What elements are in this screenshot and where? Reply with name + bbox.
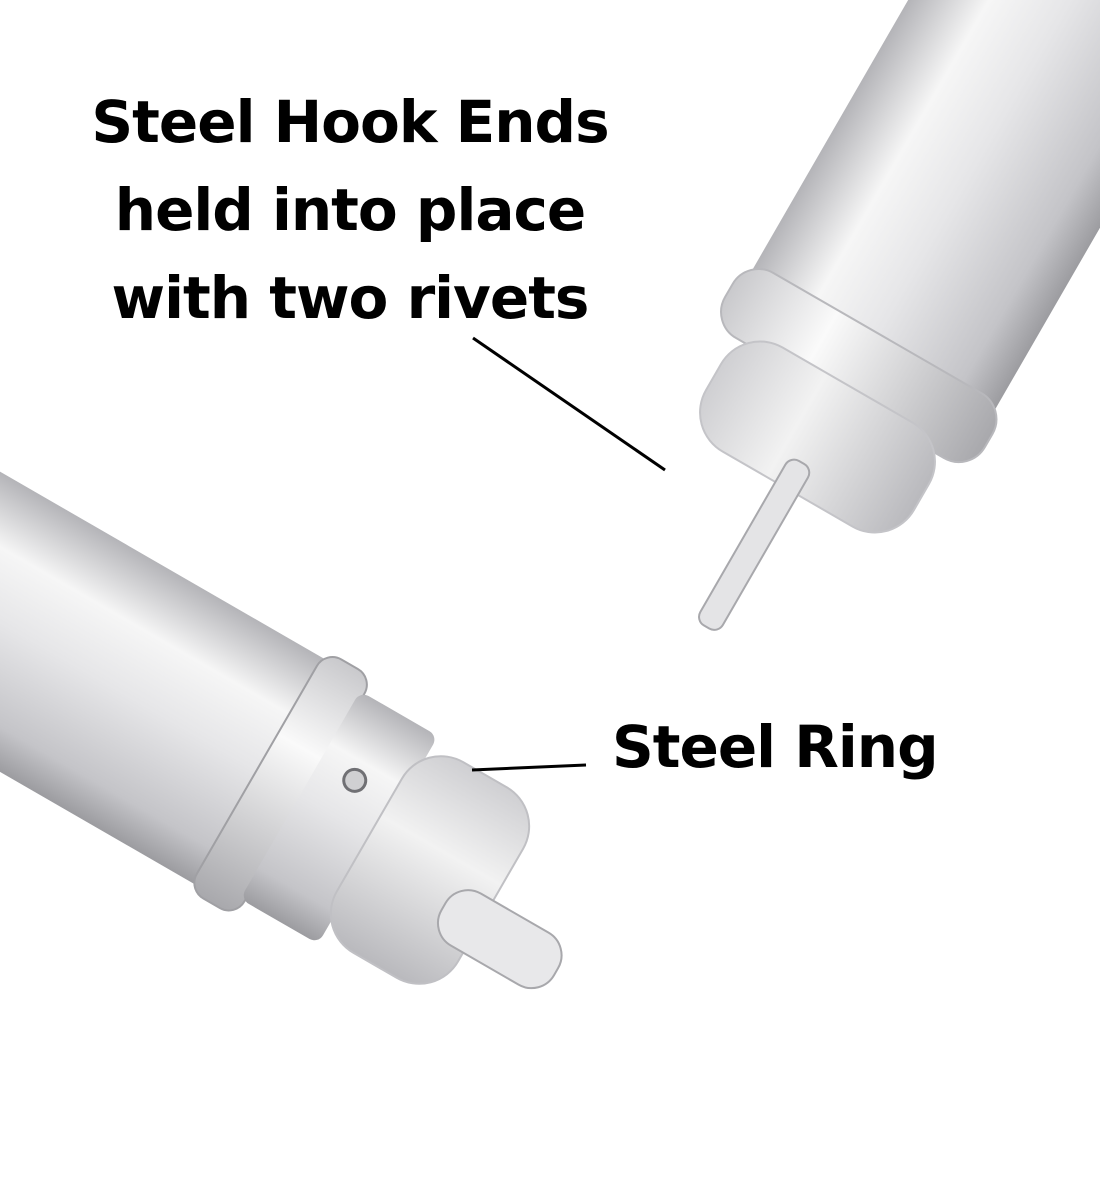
ring-leader-line [471, 763, 587, 772]
top-tube-body [748, 0, 1100, 417]
hook-callout-line-1: Steel Hook Ends [91, 88, 609, 156]
bottom-hook-blade [436, 889, 563, 990]
hook-callout-line-2: held into place [114, 176, 586, 244]
steel-ring-callout: Steel Ring [612, 713, 939, 781]
bottom-tube-sleeve [243, 694, 435, 941]
rivet-icon [342, 767, 368, 793]
bottom-tube [0, 397, 563, 990]
hook-callout-line-3: with two rivets [111, 264, 590, 332]
hook-leader-line [472, 336, 666, 472]
hook-ends-callout: Steel Hook Ends held into place with two… [60, 78, 640, 342]
bottom-tube-body [0, 397, 340, 893]
top-tube [698, 0, 1100, 631]
top-hook-blade [698, 458, 811, 631]
